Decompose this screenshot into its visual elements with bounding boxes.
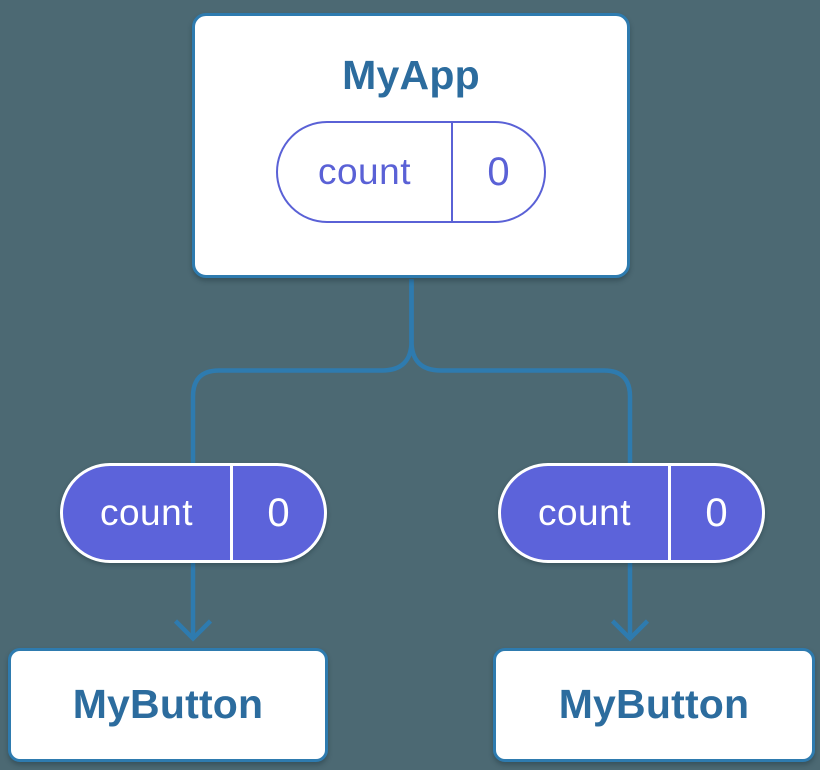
component-title: MyApp xyxy=(342,52,480,98)
child-component-card-left: MyButton xyxy=(8,648,328,762)
child-component-card-right: MyButton xyxy=(493,648,815,762)
prop-pill-right: count 0 xyxy=(498,463,765,563)
state-name: count xyxy=(317,151,411,193)
state-value: 0 xyxy=(451,123,544,222)
state-pill: count 0 xyxy=(276,121,546,224)
prop-value: 0 xyxy=(230,466,324,560)
component-title: MyButton xyxy=(72,681,264,728)
component-title: MyButton xyxy=(558,681,750,728)
prop-pill-left: count 0 xyxy=(60,463,327,563)
branch-line-left xyxy=(190,279,414,636)
branch-line-right xyxy=(409,279,633,636)
arrow-down-icon xyxy=(173,619,213,642)
prop-name: count xyxy=(537,492,631,533)
root-component-card: MyApp count 0 xyxy=(192,13,630,278)
prop-value: 0 xyxy=(668,466,762,560)
prop-name: count xyxy=(99,492,193,533)
arrow-down-icon xyxy=(610,619,650,642)
